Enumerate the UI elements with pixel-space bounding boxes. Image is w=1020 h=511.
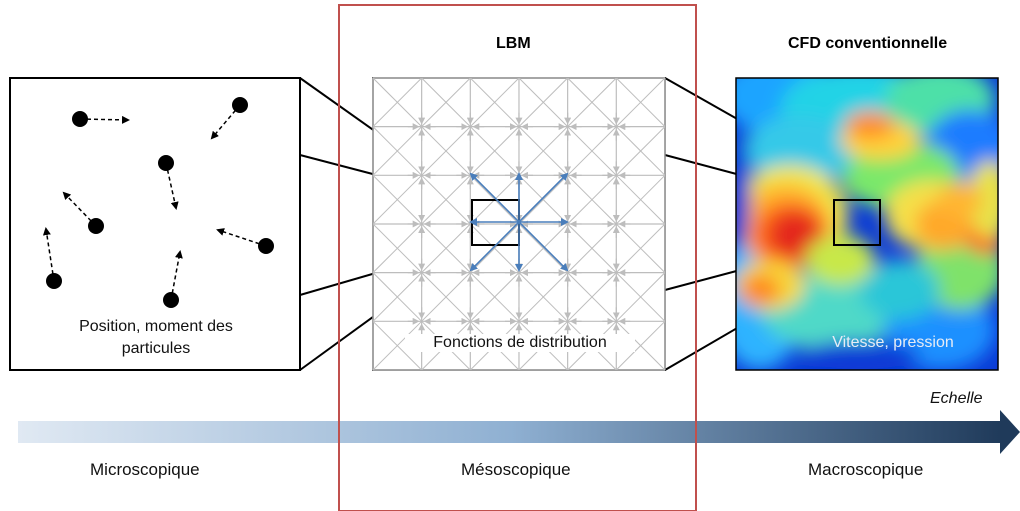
scale-label-micro: Microscopique xyxy=(90,460,200,479)
particle xyxy=(258,238,274,254)
lattice-diagonal xyxy=(567,272,617,322)
heat-blob xyxy=(860,260,940,320)
particle xyxy=(158,155,174,171)
heat-blob xyxy=(740,274,780,306)
lattice-grid xyxy=(372,77,666,371)
d2q9-velocity-arrows xyxy=(469,172,569,272)
cfd-title: CFD conventionnelle xyxy=(788,35,948,52)
scale-arrow xyxy=(18,410,1020,454)
lattice-diagonal xyxy=(567,77,617,128)
heat-blob xyxy=(805,235,875,285)
lattice-diagonal xyxy=(421,77,471,128)
lattice-diagonal xyxy=(372,174,423,225)
lattice-diagonal xyxy=(518,77,568,128)
lattice-diagonal xyxy=(469,272,520,322)
lattice-diagonal xyxy=(469,223,520,273)
heat-blob xyxy=(800,341,920,369)
lattice-diagonal xyxy=(372,126,423,176)
lattice-diagonal xyxy=(615,320,666,371)
scale-axis-label: Echelle xyxy=(930,390,983,407)
lbm-highlight-frame xyxy=(338,4,697,511)
velocity-arrow xyxy=(518,221,569,272)
lattice-diagonal xyxy=(372,320,423,371)
lattice-diagonal xyxy=(518,174,568,225)
scale-label-meso: Mésoscopique xyxy=(461,460,571,479)
heat-blob xyxy=(845,111,895,139)
lattice-diagonal xyxy=(518,126,568,176)
lbm-title: LBM xyxy=(496,35,531,52)
particle xyxy=(232,97,248,113)
particle xyxy=(46,273,62,289)
heat-blob xyxy=(938,182,982,218)
lattice-diagonal xyxy=(372,223,423,273)
lattice-diagonal xyxy=(567,126,617,176)
velocity-arrow xyxy=(469,221,520,272)
lattice-diagonal xyxy=(518,272,568,322)
lattice-diagonal xyxy=(615,77,666,128)
scale-label-macro: Macroscopique xyxy=(808,460,924,479)
lattice-diagonal xyxy=(421,272,471,322)
lattice-diagonal xyxy=(615,174,666,225)
lattice-diagonal xyxy=(421,223,471,273)
lattice-diagonal xyxy=(567,174,617,225)
heat-blob xyxy=(736,130,750,250)
heat-blob xyxy=(769,211,821,259)
particle xyxy=(163,292,179,308)
cfd-zoom-box xyxy=(833,199,881,246)
lattice-diagonal xyxy=(567,223,617,273)
lbm-panel xyxy=(372,77,666,371)
velocity-arrow xyxy=(518,172,569,223)
heat-blob xyxy=(968,160,998,240)
lattice-diagonal xyxy=(469,126,520,176)
lattice-diagonal xyxy=(615,223,666,273)
lattice-diagonal xyxy=(518,223,568,273)
lattice-diagonal xyxy=(372,77,423,128)
macro-caption: Vitesse, pression xyxy=(832,334,954,351)
lattice-diagonal xyxy=(421,174,471,225)
meso-caption: Fonctions de distribution xyxy=(405,334,635,352)
lattice-diagonal xyxy=(615,126,666,176)
particle xyxy=(88,218,104,234)
velocity-arrow xyxy=(469,172,520,223)
particle xyxy=(72,111,88,127)
lattice-diagonal xyxy=(372,272,423,322)
lattice-diagonal xyxy=(421,126,471,176)
lattice-diagonal xyxy=(615,272,666,322)
micro-caption: Position, moment des particules xyxy=(62,316,250,360)
lattice-diagonal xyxy=(469,77,520,128)
cfd-panel xyxy=(735,77,999,371)
